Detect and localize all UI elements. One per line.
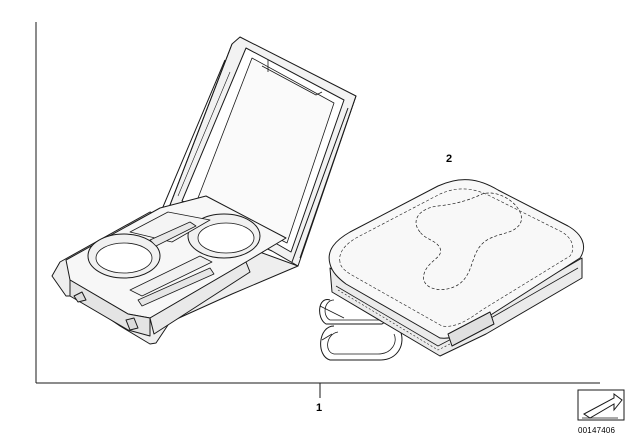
cupholder-tray-icon[interactable] bbox=[51, 36, 357, 345]
cup-recess-right bbox=[187, 213, 261, 259]
callout-part-2: 2 bbox=[446, 153, 453, 165]
diagram-reference-number: 00147406 bbox=[578, 426, 616, 435]
bag-handle-back bbox=[319, 299, 401, 325]
callout-part-1: 1 bbox=[316, 402, 323, 414]
lid-rim bbox=[197, 57, 335, 244]
direction-arrow-icon bbox=[577, 389, 625, 421]
bag-end-cap bbox=[447, 311, 495, 347]
bag-handle-front bbox=[320, 325, 403, 361]
bracket-frame bbox=[35, 22, 600, 398]
bag-emboss-pattern bbox=[415, 192, 522, 290]
tray-rail bbox=[129, 255, 213, 297]
cup-recess-left bbox=[87, 233, 161, 279]
storage-bag-icon[interactable] bbox=[319, 179, 584, 361]
bag-top-panel bbox=[328, 179, 584, 339]
